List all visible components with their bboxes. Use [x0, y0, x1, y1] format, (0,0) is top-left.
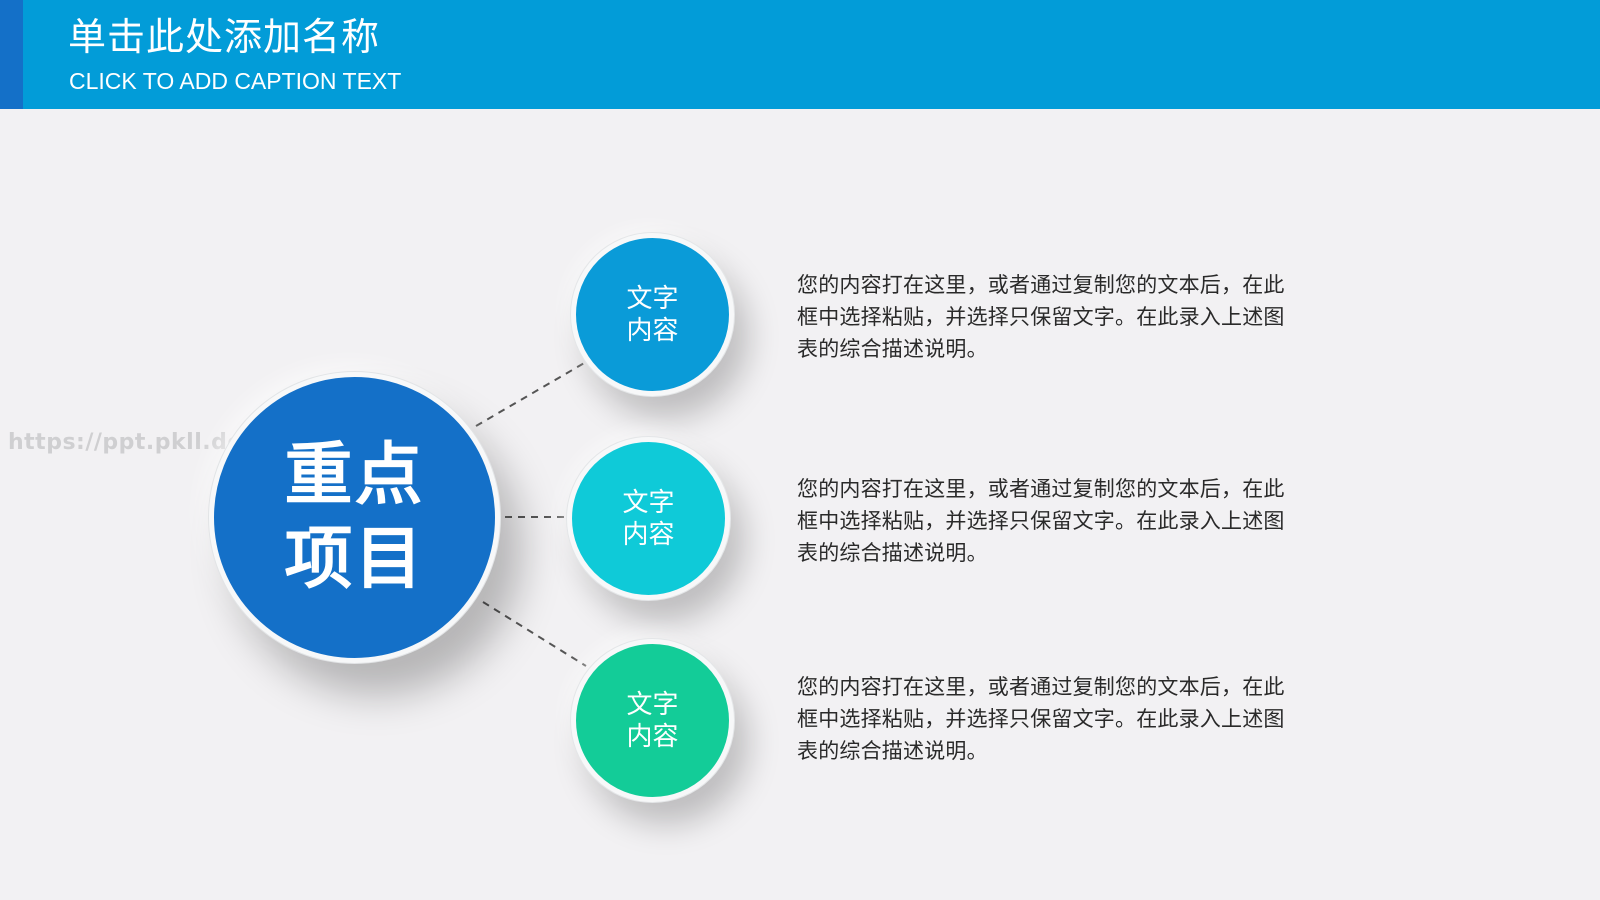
slide-title[interactable]: 单击此处添加名称 [68, 15, 381, 59]
slide-subtitle[interactable]: CLICK TO ADD CAPTION TEXT [69, 68, 402, 94]
watermark-text: https://ppt.pkll.de [8, 430, 243, 455]
connector-line-bottom [482, 601, 587, 667]
header-bar: 单击此处添加名称 CLICK TO ADD CAPTION TEXT [0, 0, 1600, 109]
node-circle-3[interactable]: 文字内容 [571, 639, 734, 802]
node-circle-2[interactable]: 文字内容 [567, 437, 730, 600]
connector-line-top [475, 361, 587, 427]
description-text-1[interactable]: 您的内容打在这里，或者通过复制您的文本后，在此框中选择粘贴，并选择只保留文字。在… [797, 273, 1285, 361]
description-text-2[interactable]: 您的内容打在这里，或者通过复制您的文本后，在此框中选择粘贴，并选择只保留文字。在… [797, 477, 1285, 565]
node-label-1: 文字内容 [626, 283, 679, 346]
description-text-3[interactable]: 您的内容打在这里，或者通过复制您的文本后，在此框中选择粘贴，并选择只保留文字。在… [797, 675, 1285, 763]
header-accent-stripe [0, 0, 23, 109]
node-label-3: 文字内容 [626, 689, 679, 752]
node-circle-1[interactable]: 文字内容 [571, 233, 734, 396]
center-circle[interactable]: 重点项目 [209, 372, 500, 663]
center-label: 重点项目 [284, 435, 425, 599]
node-label-2: 文字内容 [622, 487, 675, 550]
